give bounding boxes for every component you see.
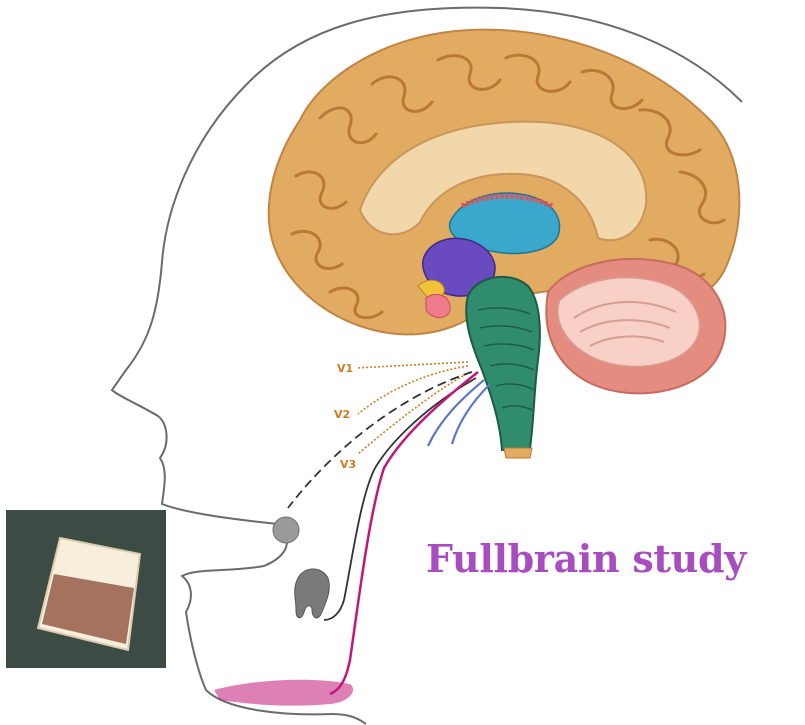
nerve-v2-branch	[358, 366, 468, 414]
jaw-outline	[332, 714, 366, 724]
nerve-v1-branch	[356, 362, 468, 368]
page-title: Fullbrain study	[426, 536, 801, 581]
thumbnail-logo	[6, 510, 166, 668]
pituitary-gland	[426, 294, 450, 317]
ganglion-dot	[273, 517, 299, 543]
tooth-icon	[295, 569, 330, 618]
label-v1: V1	[337, 362, 353, 375]
cup-icon	[6, 510, 166, 668]
nerve-magenta	[330, 372, 478, 694]
label-v2: V2	[334, 408, 350, 421]
nerve-blue-2	[452, 384, 490, 444]
tongue-region	[214, 680, 353, 706]
nerve-dashed	[288, 372, 472, 508]
spinal-cord	[504, 448, 532, 458]
label-v3: V3	[340, 458, 356, 471]
